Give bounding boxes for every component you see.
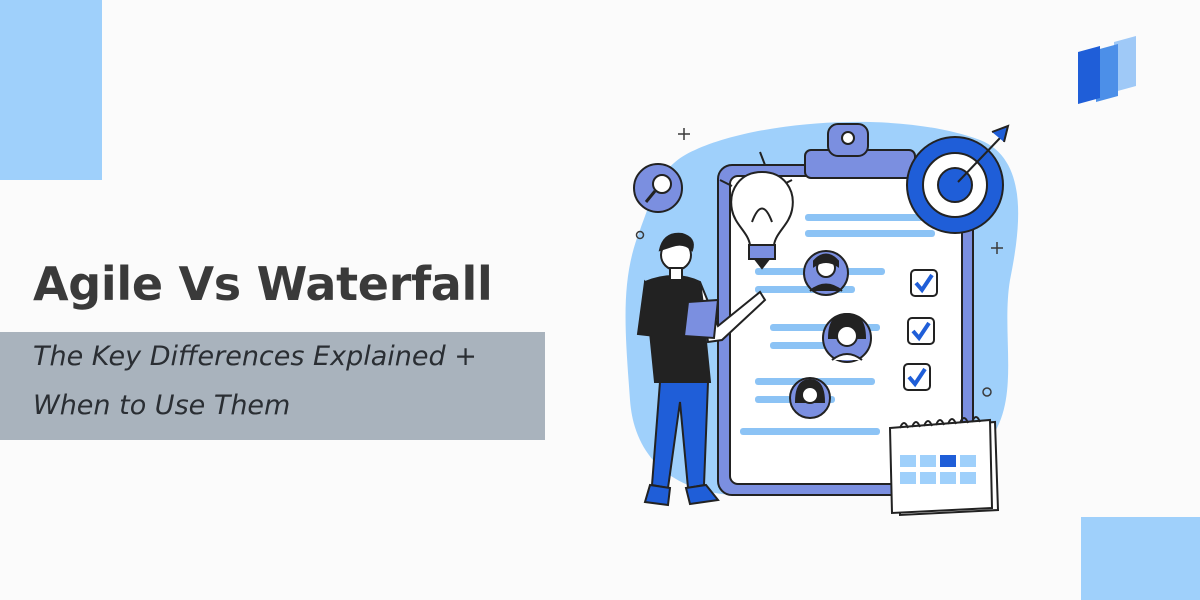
- checkbox-icon: [907, 317, 935, 345]
- lightbulb-icon: [719, 151, 794, 270]
- avatar-icon: [803, 250, 849, 296]
- subtitle-line-2: When to Use Them: [33, 390, 291, 421]
- corner-accent-top-left: [0, 0, 102, 180]
- sparkle-icon: [678, 128, 1003, 254]
- avatar-icon: [789, 377, 831, 419]
- subtitle-banner: [0, 332, 545, 440]
- calendar-icon: [888, 416, 1000, 517]
- avatar-icon: [822, 312, 872, 363]
- checklist-illustration: [625, 121, 1019, 517]
- page-title: Agile Vs Waterfall: [33, 257, 493, 311]
- checkbox-icon: [903, 363, 931, 391]
- corner-accent-bottom-right: [1081, 517, 1200, 600]
- checkbox-icon: [910, 269, 938, 297]
- magnifier-icon: [633, 163, 683, 213]
- target-icon: [906, 124, 1010, 234]
- subtitle-line-1: The Key Differences Explained +: [33, 341, 477, 372]
- brand-logo-icon: [1078, 36, 1136, 104]
- person-figure: [636, 232, 767, 507]
